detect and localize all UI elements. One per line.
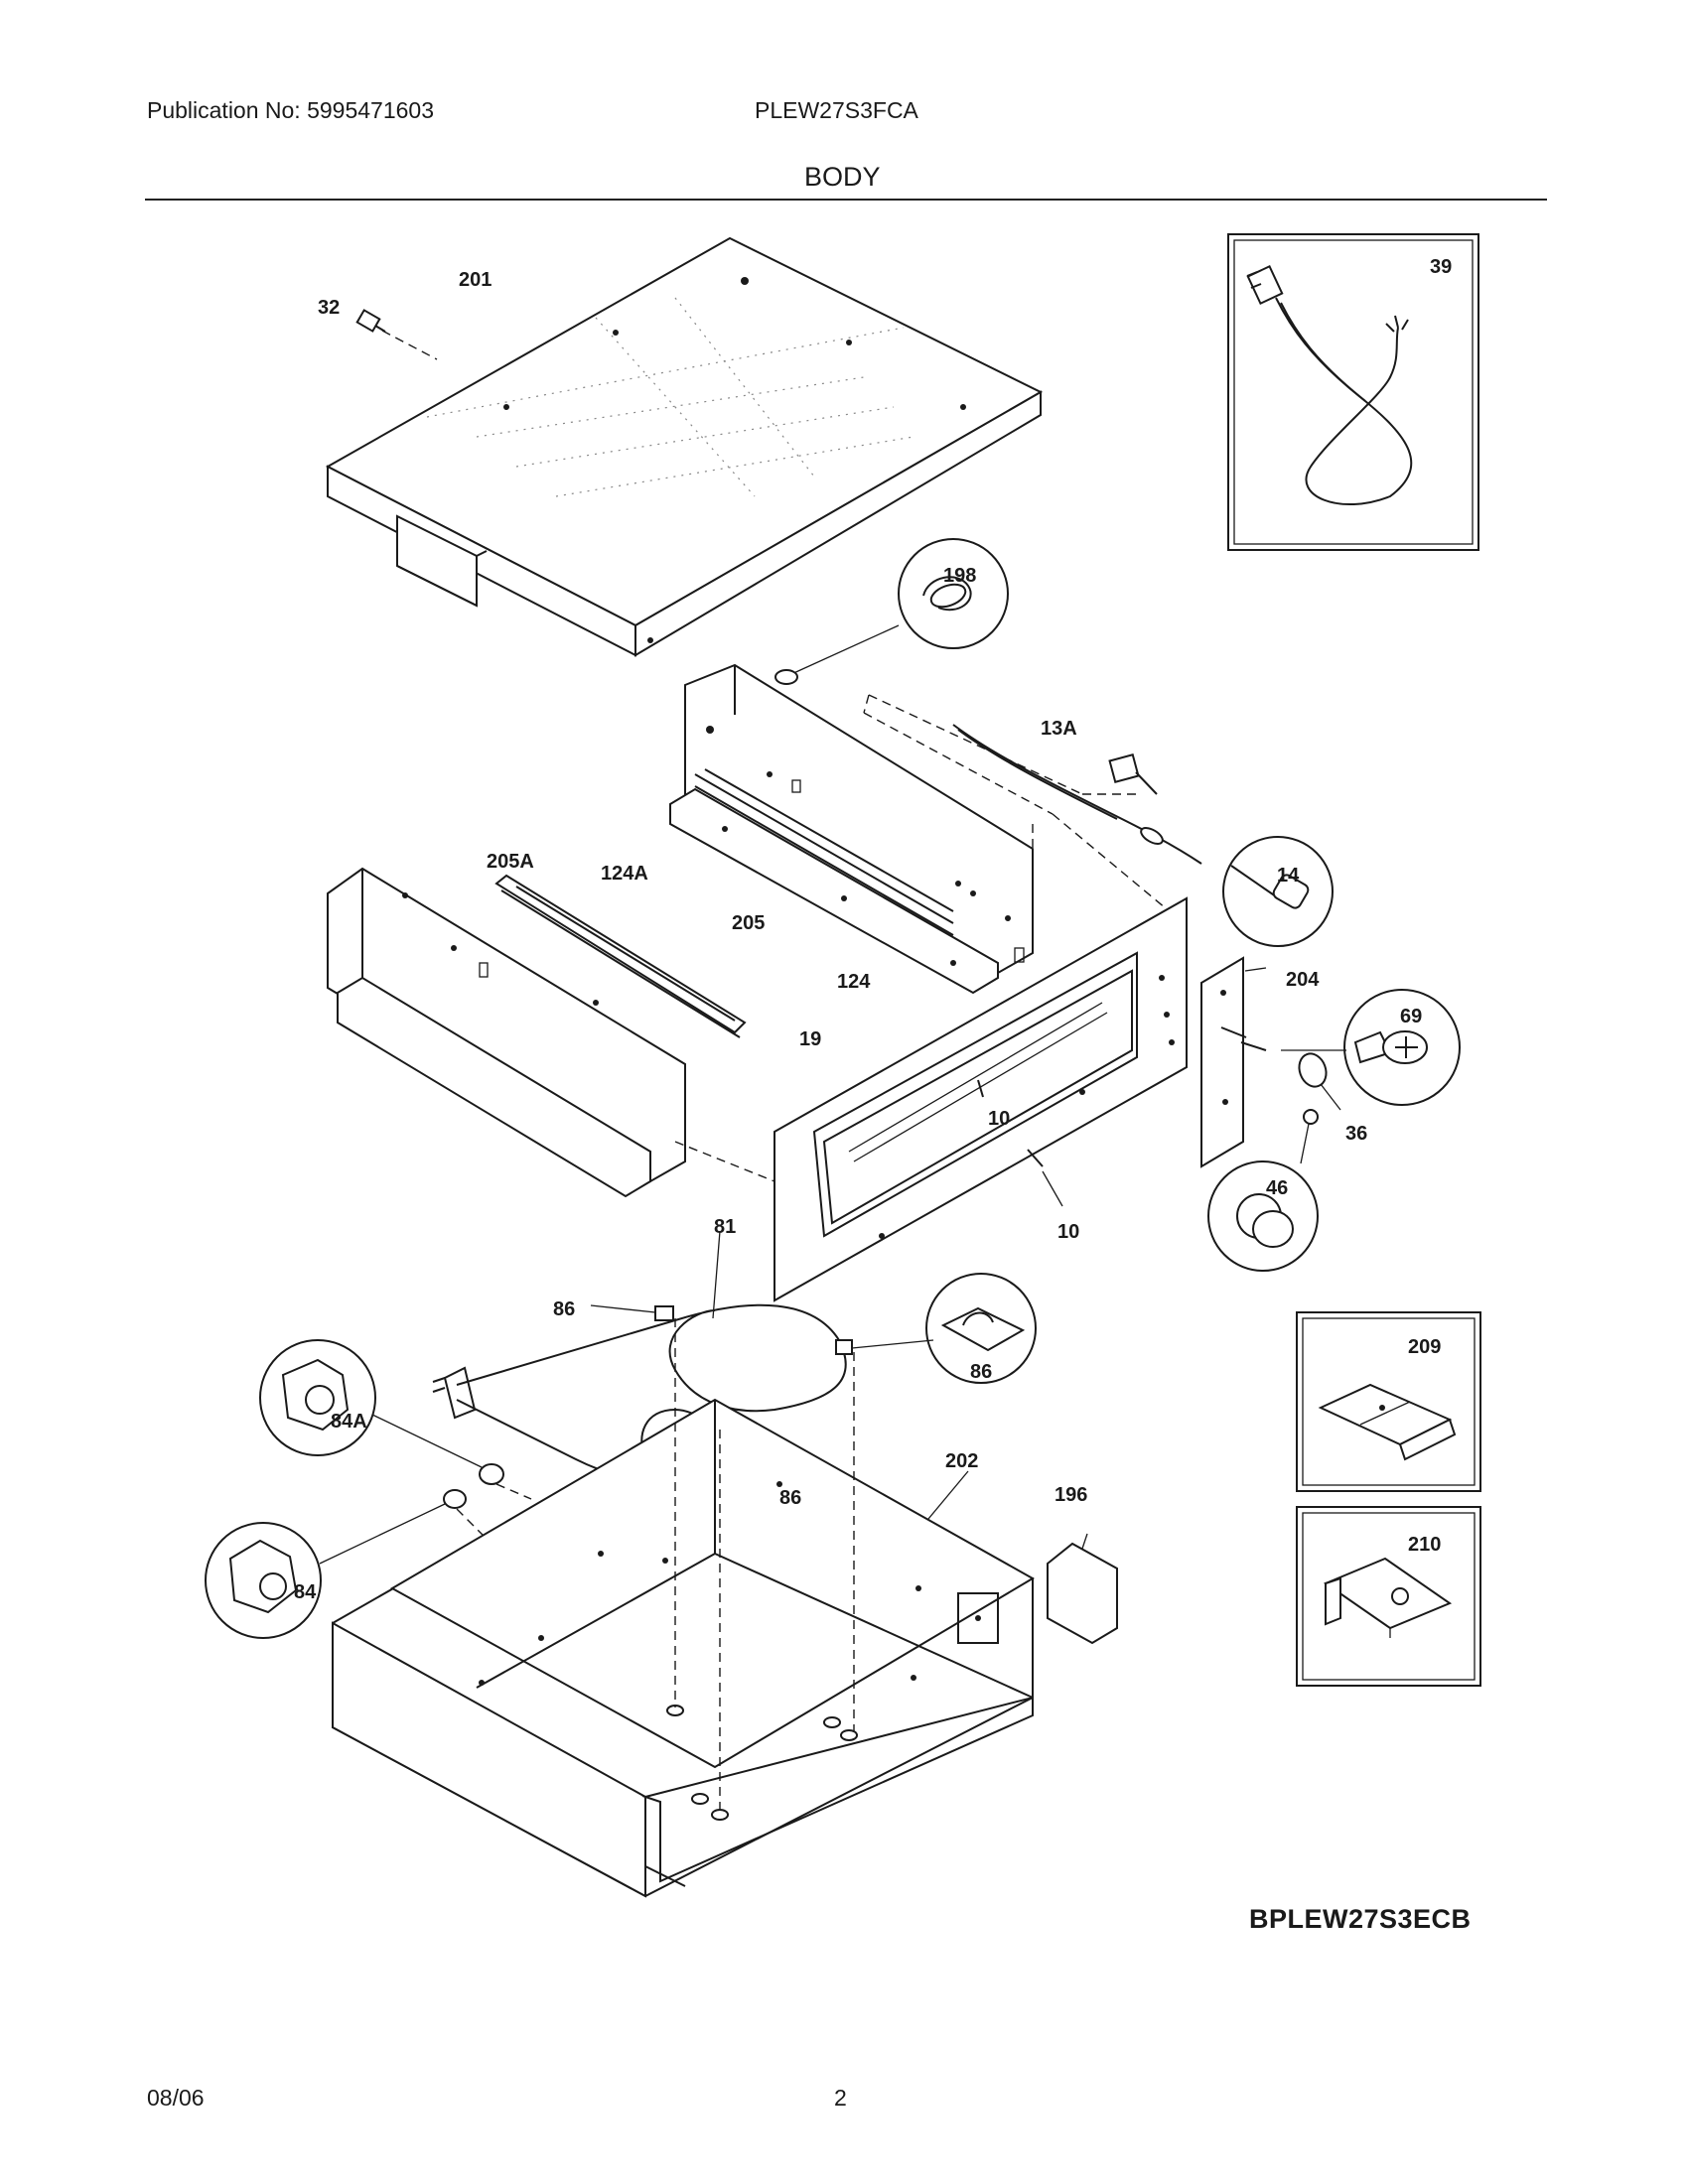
clip-callout[interactable]: [925, 1273, 1037, 1384]
header-rule: [145, 199, 1547, 201]
part-label-210: 210: [1408, 1534, 1441, 1556]
page-number: 2: [834, 2085, 847, 2111]
knob-part-36[interactable]: [1295, 1050, 1341, 1111]
part-label-84: 84: [294, 1581, 317, 1603]
part-label-205: 205: [732, 912, 765, 934]
power-cord-panel[interactable]: [1227, 233, 1479, 551]
part-label-69: 69: [1400, 1006, 1422, 1027]
part-label-19: 19: [799, 1028, 821, 1050]
part-label-81: 81: [714, 1216, 736, 1238]
bracket-210-panel[interactable]: [1296, 1506, 1481, 1687]
thermostat-callout-84a[interactable]: [259, 1339, 483, 1468]
button-callout[interactable]: [1207, 1109, 1319, 1272]
thermostat-callout-84[interactable]: [205, 1503, 446, 1639]
part-label-13a: 13A: [1041, 718, 1077, 740]
part-label-124: 124: [837, 971, 871, 993]
part-label-124a: 124A: [601, 863, 648, 885]
part-label-39: 39: [1430, 256, 1452, 278]
part-label-86: 86: [553, 1298, 575, 1320]
model-number: PLEW27S3FCA: [755, 97, 918, 123]
oven-body-part[interactable]: [332, 1398, 1035, 1898]
part-label-10: 10: [988, 1108, 1010, 1130]
part-label-32: 32: [318, 297, 340, 319]
screw-part[interactable]: [355, 309, 386, 333]
cover-plate-part[interactable]: [1047, 1533, 1118, 1645]
diagram-code: BPLEW27S3ECB: [1249, 1904, 1472, 1934]
screw-part-10[interactable]: [977, 1079, 1063, 1207]
thermostat-part[interactable]: [443, 1463, 504, 1509]
side-panel-part[interactable]: [327, 867, 686, 1198]
terminal-callout[interactable]: [1222, 836, 1334, 947]
part-label-86-c: 86: [779, 1487, 801, 1509]
part-label-198: 198: [943, 565, 976, 587]
footer-date: 08/06: [147, 2085, 205, 2111]
grommet-callout[interactable]: [774, 538, 1009, 685]
publication-number: Publication No: 5995471603: [147, 97, 435, 123]
part-label-86-b: 86: [970, 1361, 992, 1383]
upper-channel-part[interactable]: [669, 663, 1034, 995]
part-label-10-b: 10: [1057, 1221, 1079, 1243]
top-cover-part[interactable]: [325, 236, 1044, 657]
part-label-14: 14: [1277, 865, 1300, 887]
wire-harness-part[interactable]: [952, 724, 1202, 865]
side-rail-part[interactable]: [494, 874, 747, 1038]
clip-part-86[interactable]: [654, 1305, 853, 1433]
fastener-callout[interactable]: [1281, 989, 1461, 1106]
part-label-204: 204: [1286, 969, 1320, 991]
bracket-part-204[interactable]: [1200, 956, 1244, 1168]
part-label-46: 46: [1266, 1177, 1288, 1199]
part-label-209: 209: [1408, 1336, 1441, 1358]
part-label-36: 36: [1345, 1123, 1367, 1145]
part-label-84a: 84A: [331, 1411, 367, 1433]
part-label-202: 202: [945, 1450, 978, 1472]
part-label-205a: 205A: [487, 851, 534, 873]
section-title: BODY: [804, 162, 881, 192]
part-label-196: 196: [1055, 1484, 1087, 1506]
part-label-201: 201: [459, 269, 492, 291]
bracket-209-panel[interactable]: [1296, 1311, 1481, 1492]
